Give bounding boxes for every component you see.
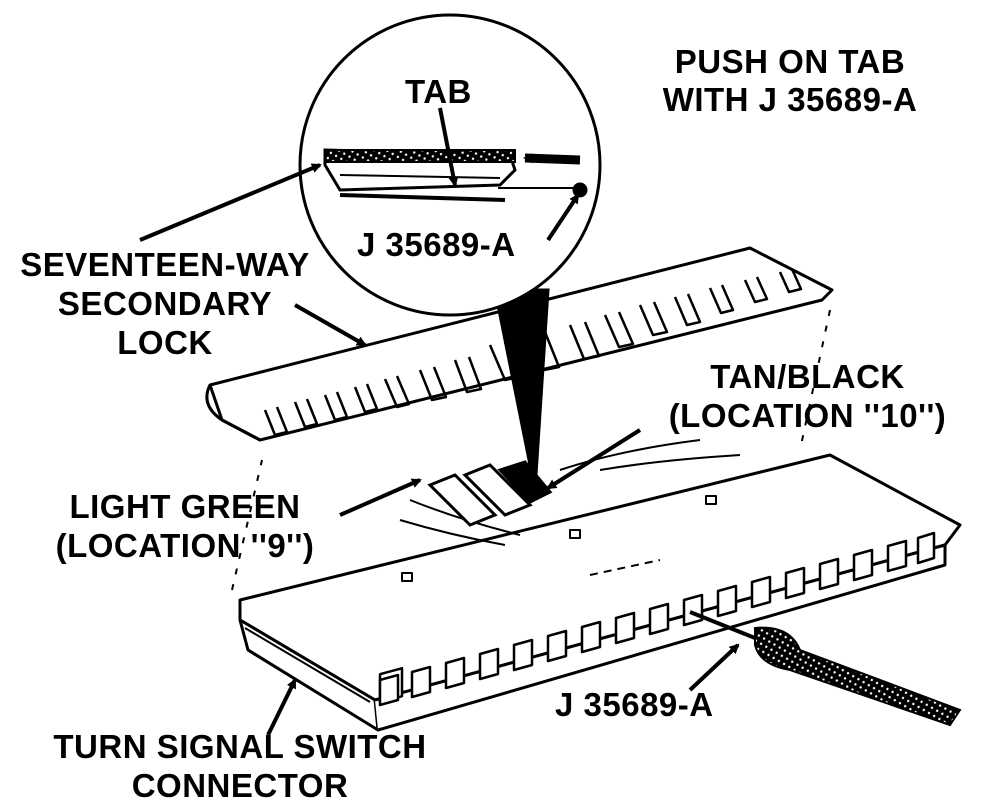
- tan-black-line2: (LOCATION ''10''): [668, 397, 947, 434]
- connector-line1: TURN SIGNAL SWITCH: [53, 728, 427, 765]
- push-tab-line2: WITH J 35689-A: [662, 81, 918, 118]
- light-green-label: LIGHT GREEN (LOCATION ''9''): [25, 490, 345, 562]
- seventeen-way-arrow-lower: [294, 303, 367, 347]
- connector-line2: CONNECTOR: [131, 767, 349, 804]
- light-green-arrow: [339, 478, 422, 517]
- push-tab-label: PUSH ON TAB WITH J 35689-A: [650, 45, 930, 116]
- connector-arrow: [266, 678, 297, 736]
- connector-body: [238, 453, 962, 732]
- push-arrow: [523, 153, 581, 165]
- tool-bottom-arrow: [688, 643, 740, 692]
- tool-circle-label: J 35689-A: [357, 226, 516, 263]
- seventeen-line2: SECONDARY: [57, 285, 273, 322]
- light-green-line1: LIGHT GREEN: [69, 488, 301, 525]
- tool-probe: [689, 610, 962, 727]
- light-green-line2: (LOCATION ''9''): [55, 527, 315, 564]
- connector-label: TURN SIGNAL SWITCH CONNECTOR: [20, 730, 460, 802]
- tan-black-arrow: [546, 428, 642, 490]
- tan-black-line1: TAN/BLACK: [710, 358, 905, 395]
- seventeen-line1: SEVENTEEN-WAY: [20, 246, 310, 283]
- seventeen-way-arrow-upper: [139, 163, 322, 242]
- push-tab-line1: PUSH ON TAB: [674, 43, 906, 80]
- tool-bottom-label: J 35689-A: [555, 686, 714, 723]
- tab-label: TAB: [405, 73, 472, 110]
- pointer-arrows: [139, 107, 740, 736]
- alignment-dashes: [231, 309, 831, 591]
- seventeen-line3: LOCK: [117, 324, 213, 361]
- tab-arrow: [438, 107, 459, 187]
- terminals: [427, 460, 553, 527]
- seventeen-way-label: SEVENTEEN-WAY SECONDARY LOCK: [0, 248, 330, 359]
- tan-black-label: TAN/BLACK (LOCATION ''10''): [640, 360, 975, 432]
- tool-circle-arrow: [546, 193, 580, 242]
